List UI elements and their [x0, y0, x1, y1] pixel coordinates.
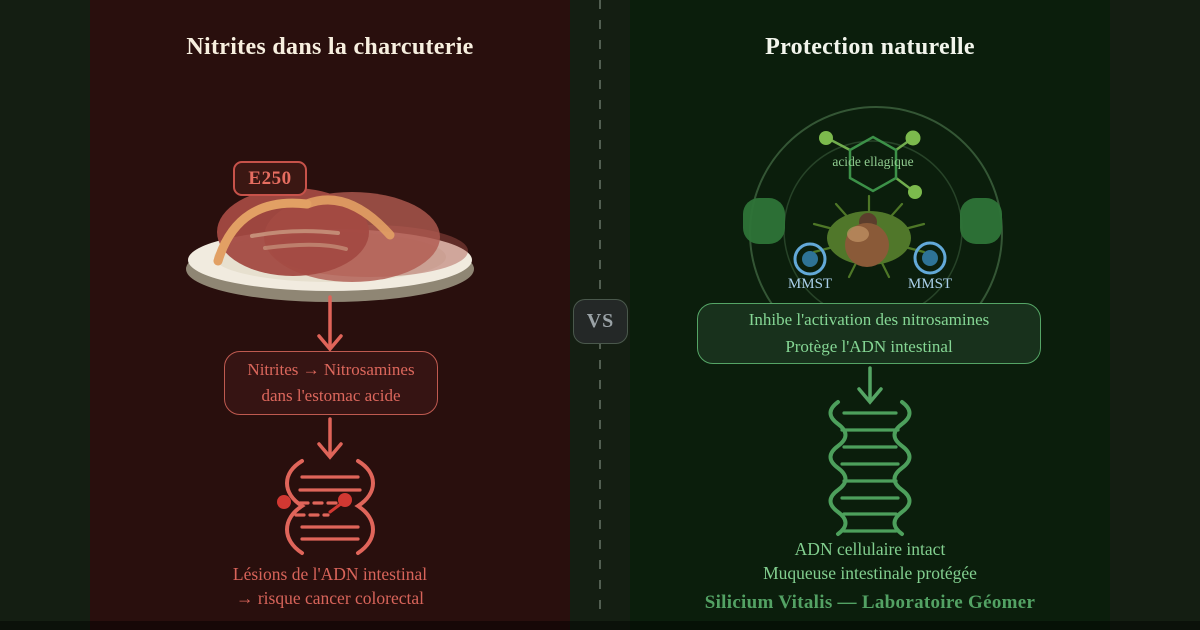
mmst-label-left: MMST — [788, 276, 832, 292]
panel-nitrites: Nitrites dans la charcuterie — [90, 0, 570, 630]
down-arrow-icon — [317, 295, 343, 352]
right-outcome-text: ADN cellulaire intact Muqueuse intestina… — [630, 538, 1110, 616]
meat-rind-left — [213, 198, 312, 266]
vs-badge-label: VS — [586, 310, 615, 332]
left-outcome-line-1: Lésions de l'ADN intestinal — [232, 564, 428, 584]
process-line-2: dans l'estomac acide — [261, 386, 401, 405]
left-illustration — [186, 188, 474, 555]
down-arrow-icon — [857, 366, 883, 405]
protection-benefit-box: Inhibe l'activation des nitrosamines Pro… — [697, 303, 1041, 364]
benefit-line-2: Protège l'ADN intestinal — [785, 336, 953, 356]
left-outcome-line-2: → risque cancer colorectal — [235, 587, 425, 608]
shield-blob-right — [960, 198, 1002, 244]
intestinal-cell-icon — [812, 194, 926, 279]
mmst-label-right: MMST — [908, 276, 952, 292]
meat-rind-right — [302, 195, 395, 240]
damage-tail — [328, 501, 344, 514]
atom — [905, 130, 921, 146]
process-line-1: Nitrites → Nitrosamines — [247, 359, 415, 379]
nitrosamine-process-box: Nitrites → Nitrosamines dans l'estomac a… — [224, 351, 438, 415]
meat-highlight-2 — [263, 242, 348, 251]
right-outcome-line-2: Muqueuse intestinale protégée — [763, 562, 977, 583]
shield-blob-left — [743, 198, 785, 244]
nucleus-highlight — [847, 226, 869, 242]
left-outcome-text: Lésions de l'ADN intestinal → risque can… — [90, 563, 570, 610]
dna-strand-left — [828, 400, 848, 536]
mmst-molecule-icon: MMST — [908, 241, 952, 292]
protection-circle-icon — [743, 106, 1003, 360]
molecule-label: acide ellagique — [832, 154, 913, 169]
benefit-line-1: Inhibe l'activation des nitrosamines — [748, 310, 990, 330]
intact-dna-icon — [828, 400, 912, 536]
dna-strand-right — [354, 459, 375, 555]
brand-signature: Silicium Vitalis — Laboratoire Géomer — [704, 592, 1036, 614]
right-outcome-line-1: ADN cellulaire intact — [794, 539, 946, 559]
down-arrow-icon — [317, 417, 343, 460]
left-panel-title: Nitrites dans la charcuterie — [186, 34, 474, 60]
dna-strand-left — [285, 459, 306, 555]
mmst-molecule-icon: MMST — [788, 242, 832, 292]
meat-highlight-1 — [250, 229, 340, 238]
e250-additive-badge: E250 — [233, 161, 307, 196]
dna-strand-right — [892, 400, 912, 536]
atom — [908, 185, 922, 199]
ellagic-acid-molecule-icon: acide ellagique — [819, 130, 922, 199]
e250-badge-label: E250 — [248, 167, 292, 189]
panel-protection: Protection naturelle acide ellagique — [630, 0, 1110, 630]
atom — [819, 131, 833, 145]
damaged-dna-icon — [277, 459, 375, 555]
right-panel-title: Protection naturelle — [765, 34, 975, 60]
damage-dot-left — [277, 495, 291, 509]
vs-badge: VS — [573, 299, 628, 344]
plate-with-charcuterie-icon — [186, 188, 474, 302]
hexagon-ring — [848, 135, 898, 193]
right-illustration: acide ellagique MMST — [743, 106, 1003, 536]
bottom-vignette — [0, 621, 1200, 630]
